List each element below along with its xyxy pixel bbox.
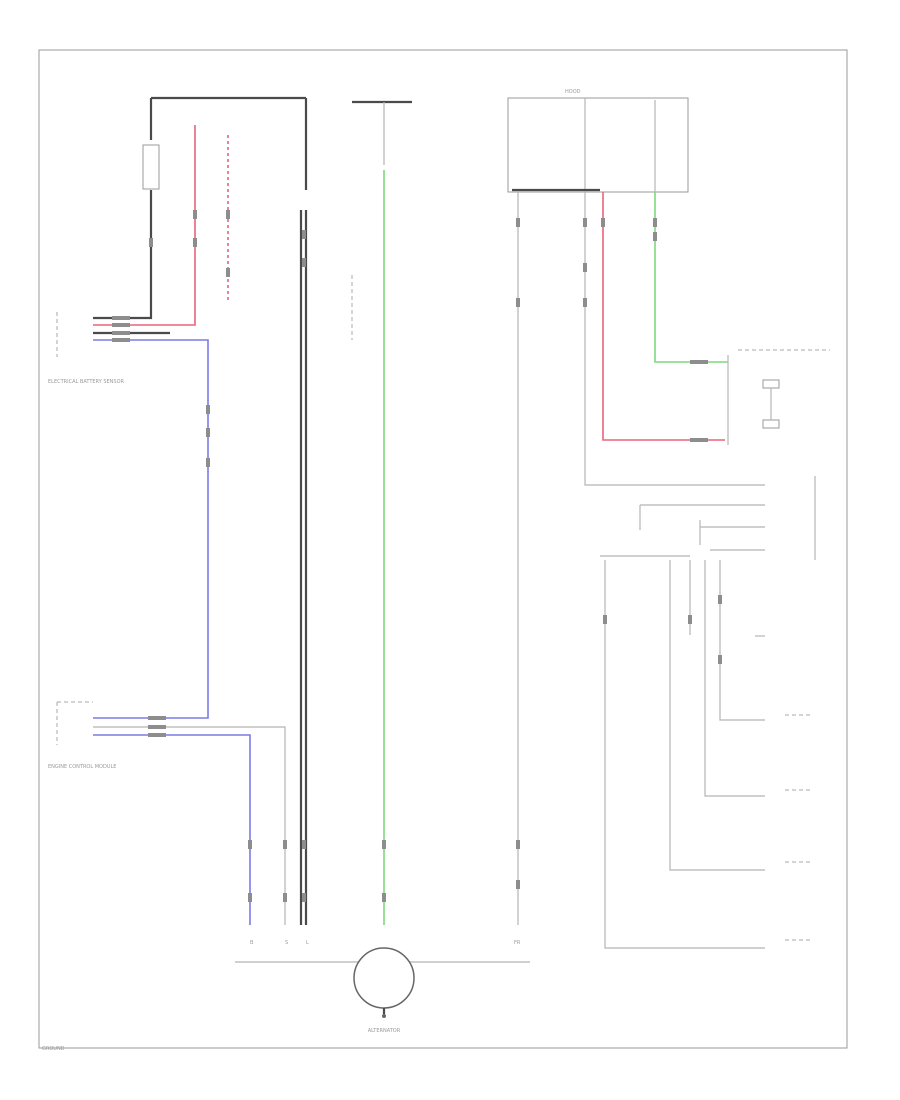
right-connector-stack [600, 476, 816, 949]
right-switch-component [727, 349, 830, 445]
left-fuse-group [56, 96, 308, 925]
pin-b-label: B [250, 940, 254, 946]
alternator [235, 947, 530, 1018]
alternator-label: ALTERNATOR [368, 1028, 401, 1034]
bottom-left-module-label: ENGINE CONTROL MODULE [48, 764, 116, 770]
pin-s-label: S [285, 940, 288, 946]
left-connector-markers [112, 210, 306, 902]
center-green-circuit [351, 100, 412, 925]
right-relay-box [507, 97, 765, 925]
diagram-frame [38, 49, 848, 1049]
pin-l-label: L [306, 940, 309, 946]
pin-fr-label: FR [514, 940, 521, 946]
left-sensor-label: ELECTRICAL BATTERY SENSOR [48, 379, 125, 385]
ground-label: GROUND [42, 1046, 65, 1052]
hood-relay-label: HOOD [565, 89, 581, 95]
